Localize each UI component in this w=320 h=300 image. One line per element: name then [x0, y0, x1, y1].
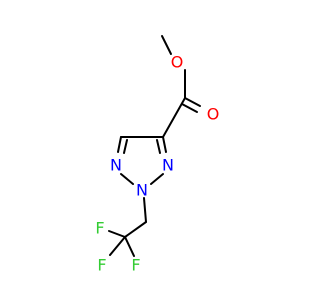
bonds	[108, 35, 201, 257]
molecule-diagram: O O N N N F F F	[95, 35, 219, 275]
atom-n1: N	[110, 156, 122, 175]
bond-n2-ch2	[143, 197, 147, 223]
bond-c4-n3-a	[162, 136, 167, 153]
atom-n3: N	[162, 156, 174, 175]
bond-n3-n2	[150, 173, 164, 185]
bond-carbonyl-c4	[162, 97, 186, 138]
bond-c-o-double-2	[181, 103, 198, 113]
bond-methyl-o	[161, 35, 172, 55]
atom-f1: F	[95, 219, 104, 238]
bond-c5-n1-b	[123, 139, 128, 154]
bond-ch2-cf3	[124, 221, 147, 238]
bond-c-o-double-1	[184, 97, 201, 107]
atom-o-methoxy: O	[171, 53, 184, 72]
bond-n1-n2	[120, 173, 134, 185]
atom-f3: F	[97, 256, 106, 275]
bond-c-f3	[109, 236, 126, 256]
atom-n2: N	[136, 181, 148, 200]
bond-c-f2	[124, 236, 135, 257]
bond-c-f1	[108, 230, 126, 238]
atom-labels: O O N N N F F F	[95, 53, 219, 275]
structure-svg: O O N N N F F F	[95, 35, 219, 275]
atom-o-carbonyl: O	[207, 105, 220, 124]
bond-c4-n3-b	[156, 139, 161, 154]
atom-f2: F	[131, 256, 140, 275]
bond-c5-n1-a	[117, 136, 122, 153]
